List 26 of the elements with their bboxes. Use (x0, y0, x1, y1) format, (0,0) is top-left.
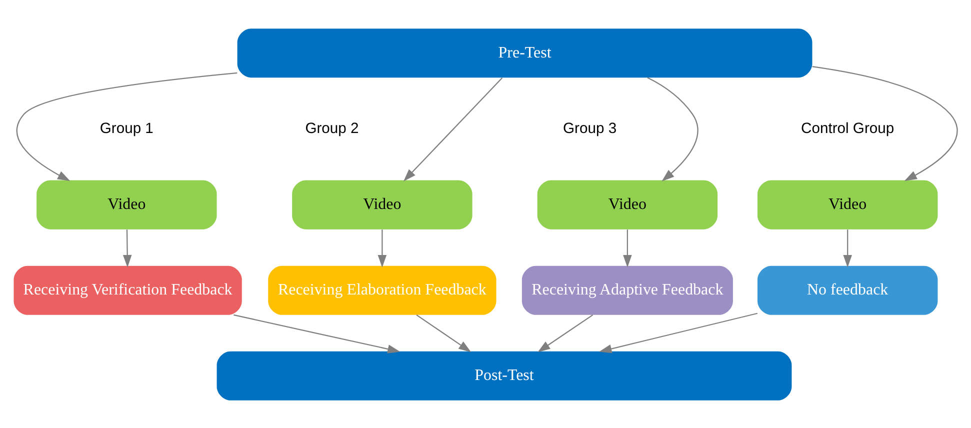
node-box: Receiving Verification Feedback (14, 265, 242, 314)
arrow (122, 229, 132, 268)
node-box: No feedback (757, 265, 938, 314)
node-box: Pre-Test (237, 28, 812, 78)
arrow (812, 66, 958, 180)
arrow (403, 77, 503, 181)
arrow (378, 229, 387, 268)
node-box: Post-Test (216, 350, 792, 400)
arrow (623, 229, 632, 268)
arrow (16, 72, 238, 181)
label: Group 2 (305, 120, 359, 136)
node-box: Receiving Adaptive Feedback (522, 265, 733, 314)
label: Control Group (801, 120, 894, 136)
node-box: Video (36, 180, 217, 229)
node-box: Receiving Elaboration Feedback (268, 265, 496, 314)
arrow (416, 314, 472, 352)
node-box: Video (757, 180, 938, 229)
arrow (647, 76, 698, 181)
arrow (599, 312, 758, 353)
arrow (538, 314, 594, 352)
label: Group 1 (100, 120, 154, 136)
arrow (234, 314, 400, 353)
node-box: Video (537, 180, 718, 229)
node-box: Video (292, 180, 472, 229)
label: Group 3 (563, 120, 617, 136)
arrow (843, 229, 852, 268)
